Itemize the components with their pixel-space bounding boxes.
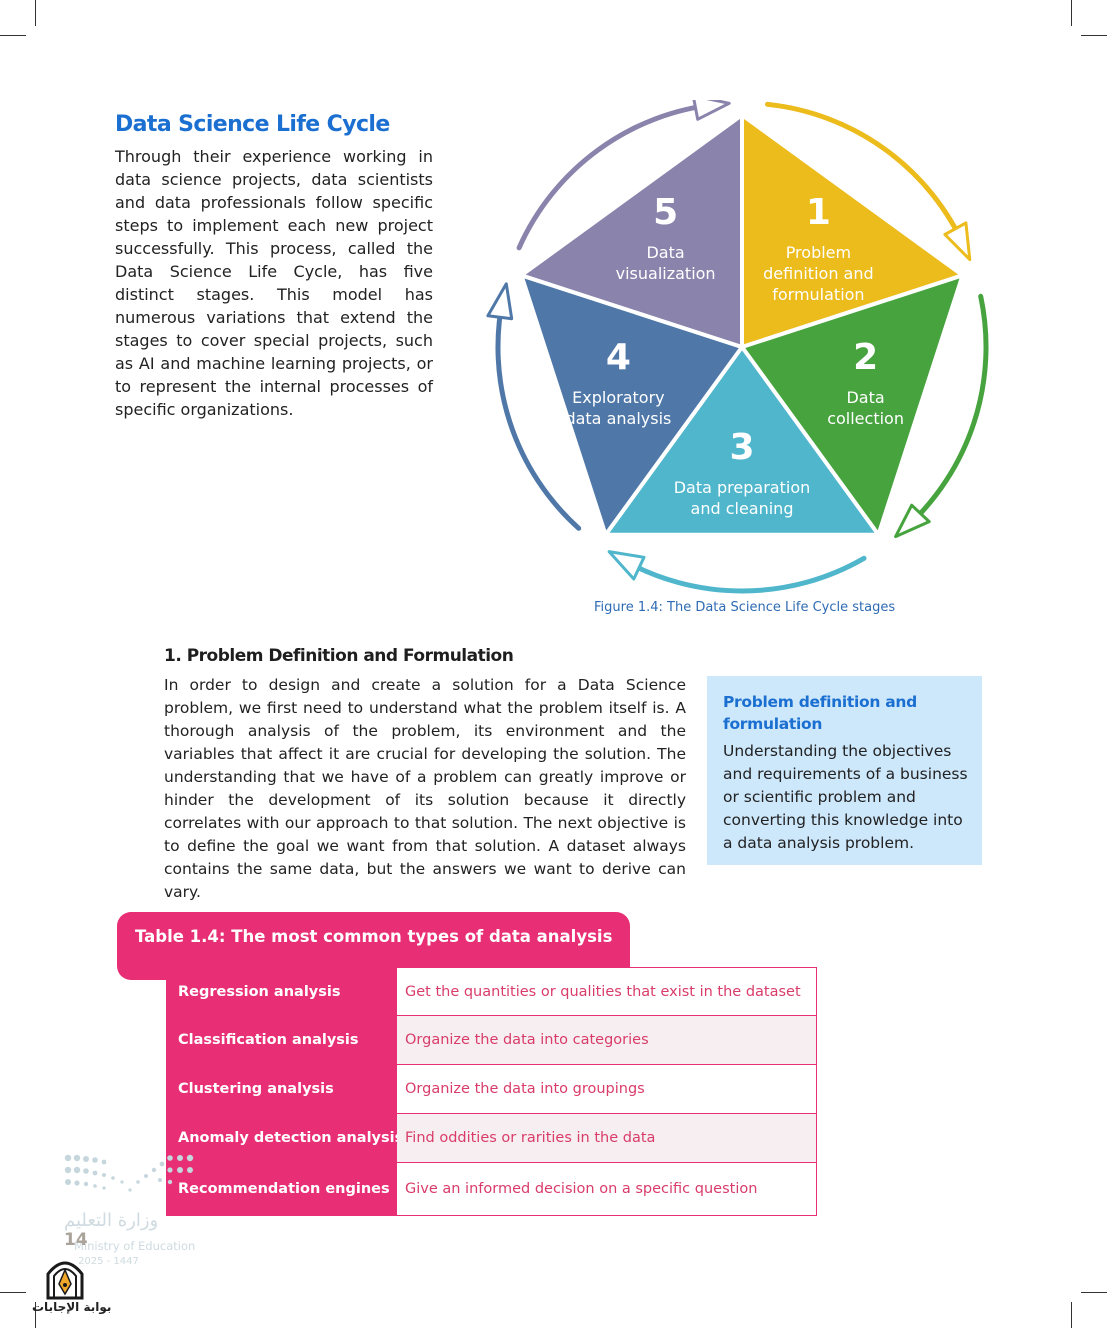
crop-mark: [35, 0, 36, 26]
analysis-type: Clustering analysis: [167, 1065, 397, 1113]
stage-3-number: 3: [729, 427, 754, 468]
stage-1-label: definition and: [763, 264, 874, 283]
stage-5-label: Data: [646, 243, 684, 262]
analysis-type: Regression analysis: [167, 968, 397, 1015]
stage-2-label: Data: [846, 388, 884, 407]
stage-1-label: formulation: [772, 285, 864, 304]
stage-4-arrow: [495, 293, 582, 531]
ministry-name-english: Ministry of Education: [74, 1239, 196, 1253]
table-row: Regression analysis Get the quantities o…: [167, 968, 816, 1015]
definition-box: Problem definition and formulation Under…: [707, 676, 982, 865]
table-row: Classification analysis Organize the dat…: [167, 1015, 816, 1064]
stage-2-arrow: [902, 293, 989, 531]
stage-4-label: Exploratory: [572, 388, 664, 407]
table-row: Recommendation engines Give an informed …: [167, 1162, 816, 1215]
stage-1-number: 1: [806, 192, 831, 233]
watermark-text: بوابة الإجابات: [32, 1300, 112, 1314]
section-title: Data Science Life Cycle: [115, 112, 390, 137]
stage-2-label: collection: [827, 409, 904, 428]
stage-5-wedge: [519, 113, 744, 349]
crop-mark: [1081, 35, 1107, 36]
analysis-description: Organize the data into groupings: [405, 1081, 645, 1097]
stage-5-arrow: [516, 101, 719, 251]
analysis-description: Get the quantities or qualities that exi…: [405, 983, 801, 1000]
crop-mark: [1081, 1292, 1107, 1293]
stage-4-label: data analysis: [565, 409, 671, 428]
definition-term: Problem definition and formulation: [723, 693, 917, 733]
stage-3-arrow: [617, 555, 867, 594]
definition-text: Understanding the objectives and require…: [723, 742, 968, 852]
stage-3-label: Data preparation: [674, 478, 811, 497]
crop-mark: [1071, 0, 1072, 26]
ministry-year: 2025 - 1447: [78, 1256, 139, 1267]
stage-5-arrowhead: [692, 100, 731, 121]
intro-paragraph: Through their experience working in data…: [115, 147, 433, 419]
page-number: 14: [64, 1230, 88, 1250]
stage-5-number: 5: [653, 192, 678, 233]
cycle-wedges: [519, 113, 965, 537]
analysis-types-table: Regression analysis Get the quantities o…: [166, 967, 817, 1216]
stage-1-label: Problem: [786, 243, 851, 262]
stage-4-arrowhead: [486, 282, 514, 321]
crop-mark: [0, 35, 26, 36]
figure-caption: Figure 1.4: The Data Science Life Cycle …: [594, 600, 896, 615]
stage-4-number: 4: [606, 337, 631, 378]
table-row: Clustering analysis Organize the data in…: [167, 1064, 816, 1113]
subsection-heading: 1. Problem Definition and Formulation: [164, 646, 514, 666]
stage-3-arrowhead: [607, 550, 646, 581]
stage-3-label: and cleaning: [691, 499, 794, 518]
cycle-arrows: [486, 100, 989, 594]
ministry-logo-dots-icon: [64, 1154, 194, 1192]
analysis-description: Organize the data into categories: [397, 1016, 816, 1064]
crop-mark: [0, 1292, 26, 1293]
crop-mark: [35, 1302, 36, 1328]
ministry-name-arabic: وزارة التعليم: [64, 1210, 159, 1231]
analysis-type: Anomaly detection analysis: [167, 1114, 403, 1162]
watermark-arch-icon: [46, 1261, 84, 1300]
analysis-description: Give an informed decision on a specific …: [405, 1181, 758, 1197]
stage-1-arrowhead: [943, 221, 972, 262]
table-row: Anomaly detection analysis Find oddities…: [167, 1113, 816, 1162]
analysis-description: Find oddities or rarities in the data: [397, 1114, 816, 1162]
stage-2-number: 2: [853, 337, 878, 378]
stage-2-arrowhead: [894, 503, 931, 539]
analysis-type: Recommendation engines: [167, 1163, 397, 1215]
subsection-body: In order to design and create a solution…: [164, 676, 686, 901]
crop-mark: [1071, 1302, 1072, 1328]
stage-1-arrow: [765, 101, 968, 251]
stage-5-label: visualization: [616, 264, 716, 283]
analysis-type: Classification analysis: [167, 1016, 397, 1064]
